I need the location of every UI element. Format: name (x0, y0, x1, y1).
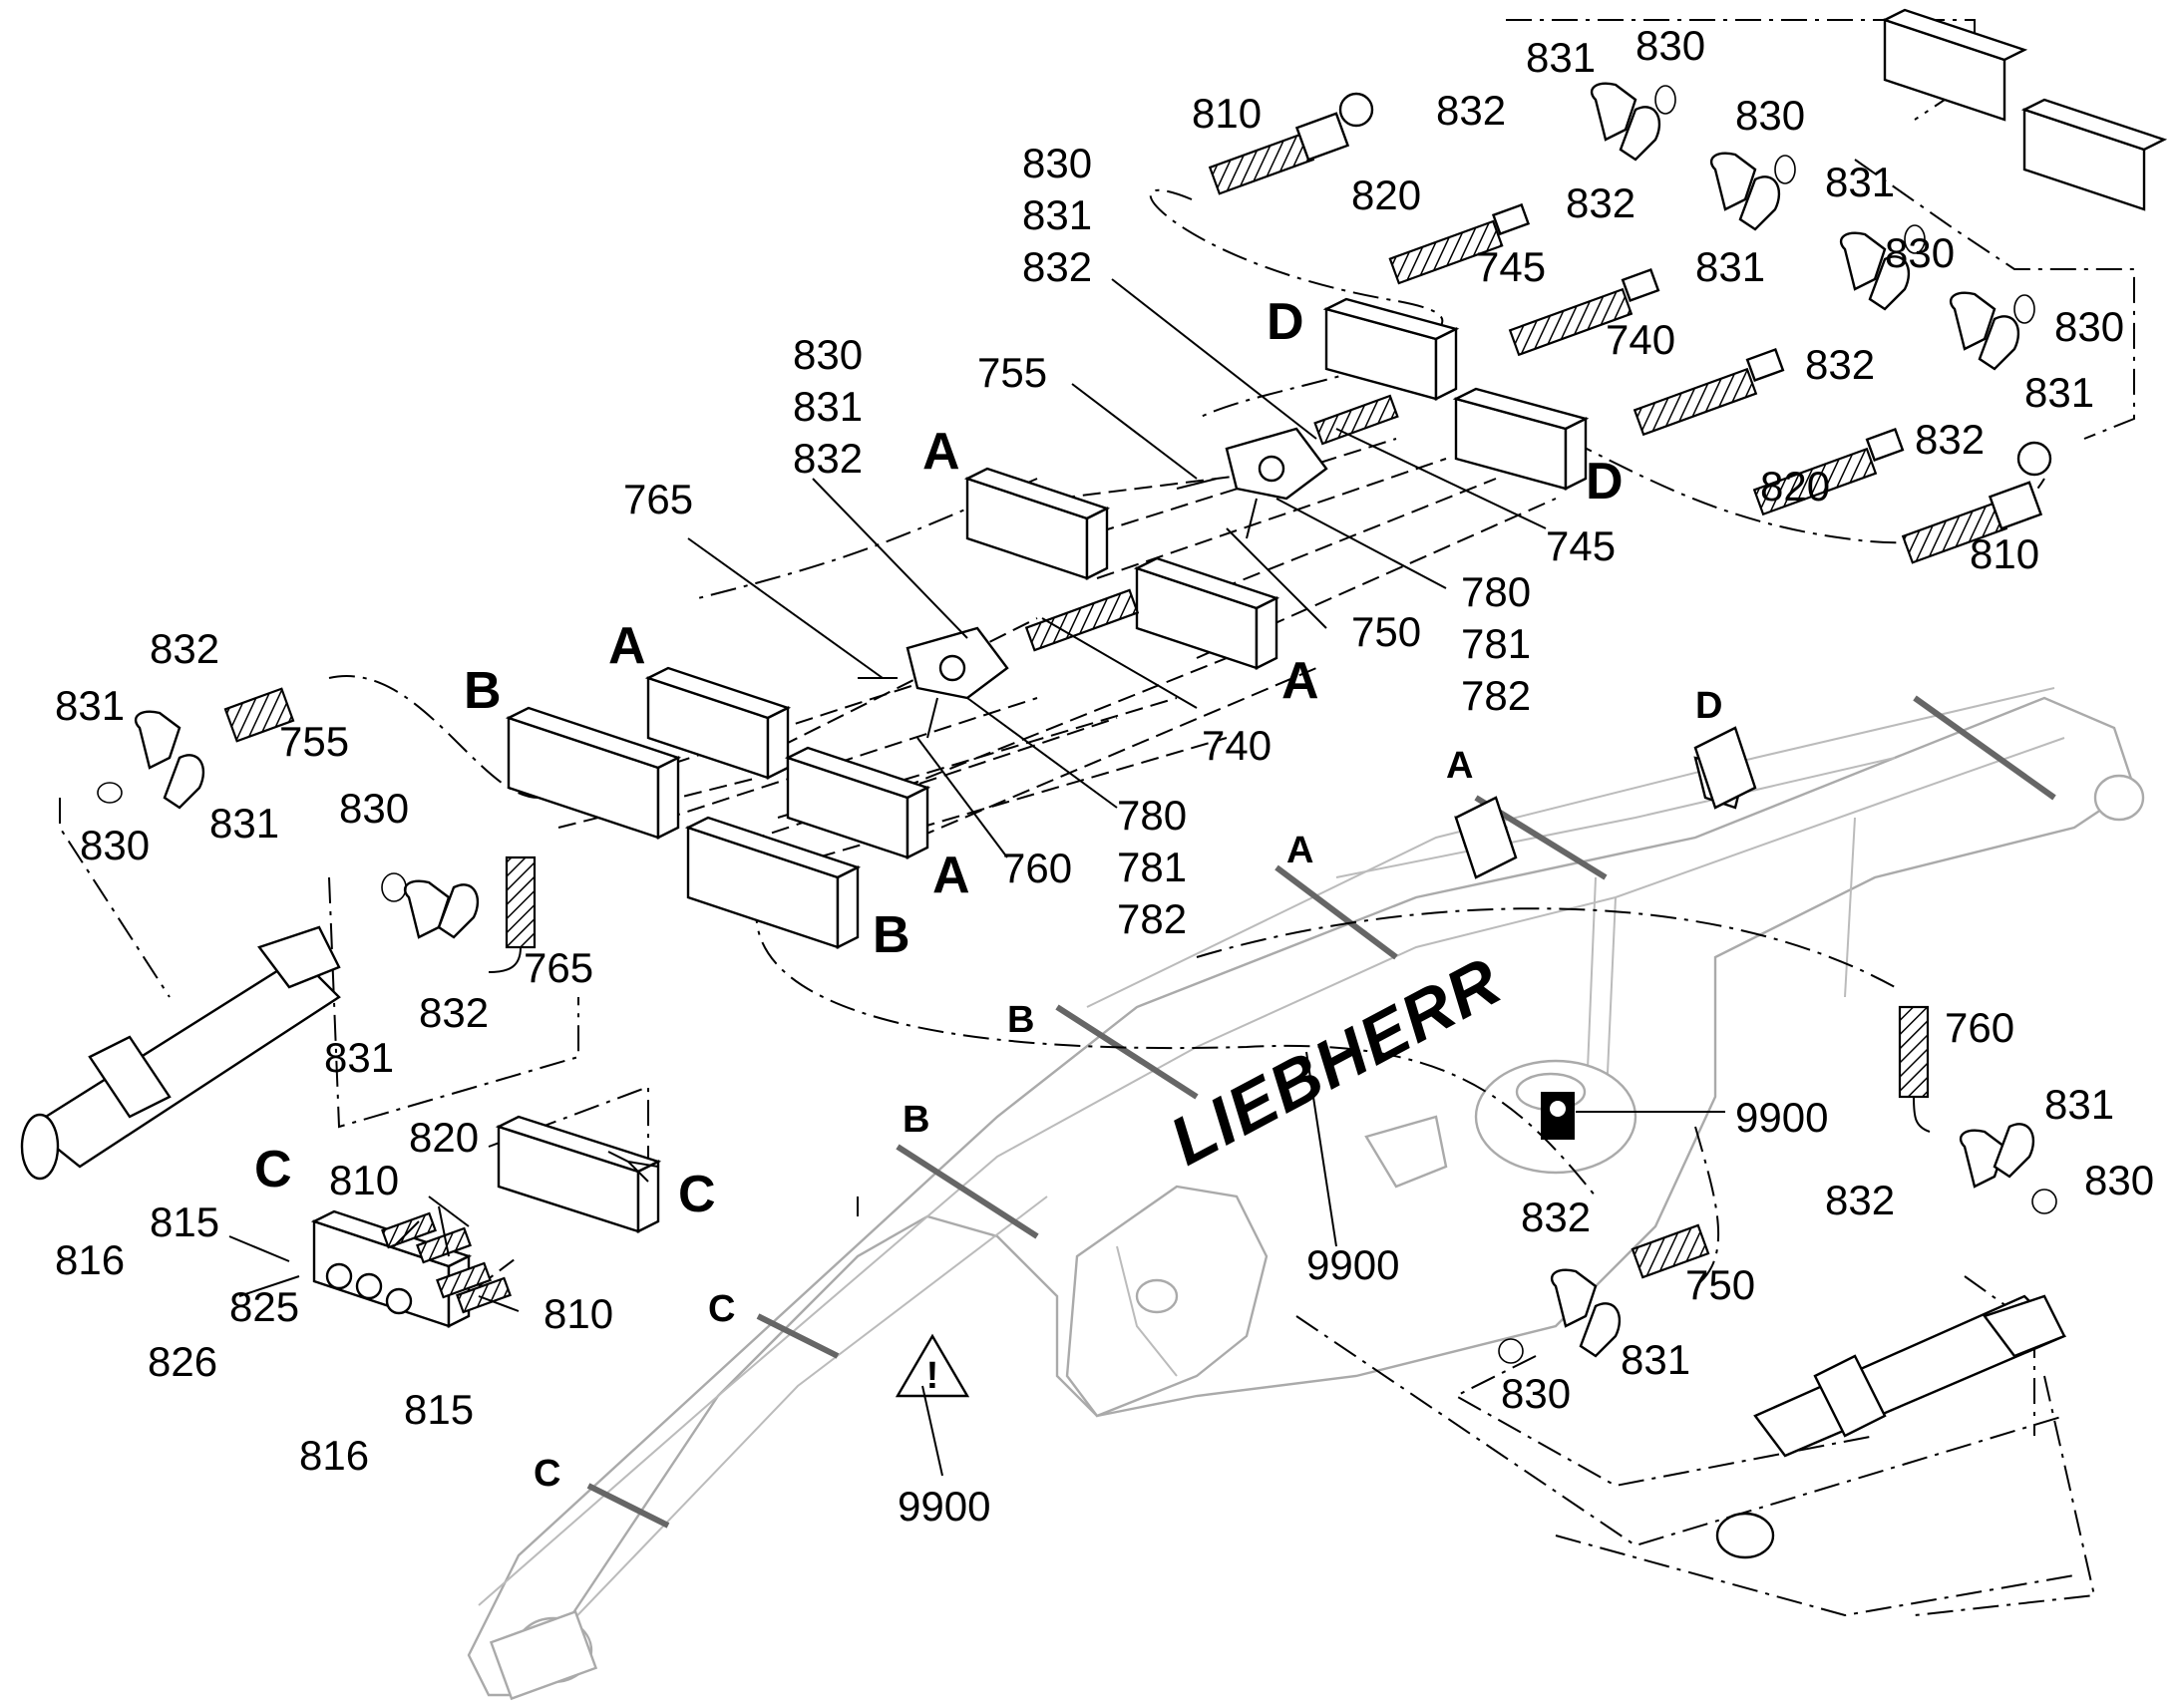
section-label-b-boom: B (1007, 999, 1034, 1041)
callout: 830 (2054, 303, 2124, 350)
callout: 832 (1022, 243, 1092, 290)
callout: 830 (1885, 229, 1955, 276)
hydraulic-cylinders (20, 925, 2067, 1559)
callout: 830 (2084, 1157, 2154, 1203)
callout: 831 (793, 383, 863, 430)
section-labels: D D A A A A B B C C D A A B B C C (254, 293, 1722, 1495)
callout: 760 (1002, 845, 1072, 891)
flange-halves-and-rings (97, 82, 2057, 1364)
callout: 832 (793, 435, 863, 482)
callout: 830 (1735, 92, 1805, 139)
callout: 745 (1546, 522, 1616, 569)
callout-numbers: 810 831 830 832 830 820 832 831 745 831 … (55, 22, 2154, 1530)
svg-text:!: ! (926, 1355, 939, 1397)
callout: 765 (524, 944, 593, 991)
label-decal-icon (1541, 1092, 1575, 1140)
callout: 820 (409, 1114, 479, 1161)
callout: 830 (1635, 22, 1705, 69)
callout: 830 (793, 331, 863, 378)
callout: 780 (1461, 568, 1531, 615)
callout: 740 (1606, 316, 1675, 363)
callout: 832 (1805, 341, 1875, 388)
callout: 831 (2044, 1081, 2114, 1128)
callout: 832 (1436, 87, 1506, 134)
callout: 750 (1351, 608, 1421, 655)
callout: 831 (324, 1034, 394, 1081)
callout: 832 (1521, 1194, 1591, 1240)
section-label-c-boom: C (708, 1288, 735, 1330)
callout: 831 (1695, 243, 1765, 290)
callout: 782 (1117, 895, 1187, 942)
callout: 810 (1970, 530, 2039, 577)
callout: 830 (1022, 140, 1092, 186)
section-label-a-boom: A (1286, 830, 1313, 871)
callout: 832 (1566, 179, 1635, 226)
boom-structure (467, 687, 2145, 1701)
section-label-d: D (1267, 293, 1304, 351)
callout: 816 (299, 1432, 369, 1479)
callout: 831 (1825, 159, 1895, 205)
section-label-b: B (464, 662, 502, 720)
section-label-c-boom: C (534, 1453, 560, 1495)
callout: 830 (1501, 1370, 1571, 1417)
section-label-b: B (873, 906, 910, 964)
hose-splitters (858, 427, 1328, 739)
callout: 830 (80, 822, 150, 868)
mount-brackets-boom (1454, 726, 1757, 879)
callout: 765 (623, 476, 693, 522)
callout: 831 (1526, 34, 1596, 81)
callout: 831 (1022, 191, 1092, 238)
callout: 810 (1192, 90, 1262, 137)
section-label-a: A (608, 617, 646, 675)
callout: 750 (1685, 1261, 1755, 1308)
callout: 826 (148, 1338, 217, 1385)
clamp-blocks (310, 8, 2168, 1328)
callout: 755 (977, 349, 1047, 396)
callout: 781 (1461, 620, 1531, 667)
callout: 825 (229, 1283, 299, 1330)
callout: 831 (2024, 369, 2094, 416)
callout: 832 (419, 989, 489, 1036)
callout: 831 (209, 800, 279, 847)
section-label-b-boom: B (903, 1099, 929, 1141)
callout: 816 (55, 1236, 125, 1283)
section-label-d-boom: D (1695, 685, 1722, 727)
callout: 781 (1117, 844, 1187, 890)
section-label-a: A (922, 423, 960, 481)
callout: 9900 (1306, 1241, 1399, 1288)
callout: 820 (1760, 463, 1830, 510)
callout: 780 (1117, 792, 1187, 839)
callout: 815 (150, 1198, 219, 1245)
section-label-a-boom: A (1446, 745, 1473, 787)
callout: 9900 (898, 1483, 990, 1530)
section-label-c: C (678, 1166, 716, 1223)
section-label-d: D (1586, 453, 1624, 511)
callout: 831 (55, 682, 125, 729)
callout: 9900 (1735, 1094, 1828, 1141)
hoses-and-bolts (223, 92, 2052, 1315)
callout: 830 (339, 785, 409, 832)
callout: 810 (544, 1290, 613, 1337)
warning-sign-icon: ! (895, 1333, 970, 1398)
callout: 810 (329, 1157, 399, 1203)
section-label-c: C (254, 1141, 292, 1198)
callout: 832 (1825, 1177, 1895, 1223)
callout: 782 (1461, 672, 1531, 719)
callout: 745 (1476, 243, 1546, 290)
callout: 820 (1351, 171, 1421, 218)
callout: 760 (1945, 1004, 2014, 1051)
callout: 815 (404, 1386, 474, 1433)
section-label-a: A (932, 847, 970, 904)
callout: 755 (279, 718, 349, 765)
callout: 740 (1202, 722, 1272, 769)
section-label-a: A (1281, 652, 1319, 710)
callout: 832 (1915, 416, 1985, 463)
leader-lines (228, 278, 1725, 1477)
callout: 832 (150, 625, 219, 672)
callout: 831 (1621, 1336, 1690, 1383)
